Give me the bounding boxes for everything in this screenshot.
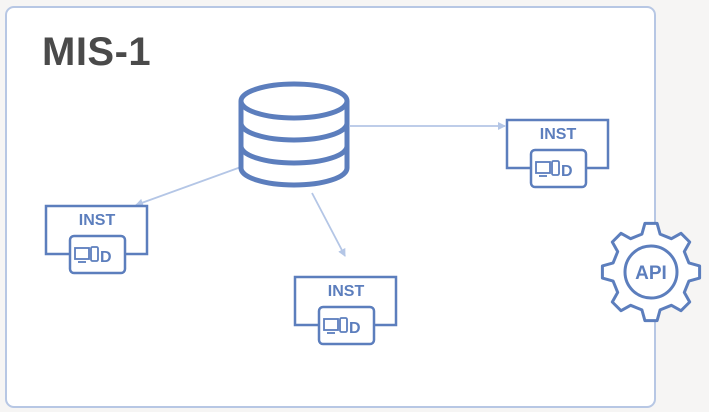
system-title: MIS-1 xyxy=(42,30,152,74)
phone-icon xyxy=(551,160,560,176)
monitor-icon xyxy=(323,318,339,334)
instance-label: INST xyxy=(79,212,116,229)
phone-icon xyxy=(339,317,348,333)
device-letter: D xyxy=(561,163,573,180)
monitor-icon xyxy=(74,247,90,263)
instance-label: INST xyxy=(540,126,577,143)
instance-node-left: INST D xyxy=(44,204,149,275)
api-label: API xyxy=(635,263,667,284)
instance-label: INST xyxy=(328,283,365,300)
device-letter: D xyxy=(349,320,361,337)
phone-icon xyxy=(90,246,99,262)
device-letter: D xyxy=(100,249,112,266)
connector-db-to-inst-bottom xyxy=(311,192,346,257)
connector-db-to-inst-left xyxy=(135,162,253,207)
instance-node-right: INST D xyxy=(505,118,610,189)
instance-node-bottom: INST D xyxy=(293,275,398,346)
api-gateway: API xyxy=(600,221,702,323)
database-icon xyxy=(238,81,350,188)
monitor-icon xyxy=(535,161,551,177)
